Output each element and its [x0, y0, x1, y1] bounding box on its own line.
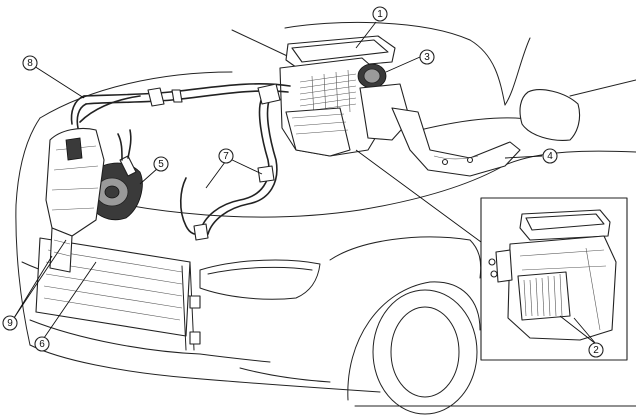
air-intake-grille — [299, 69, 357, 119]
callout-5: 5 — [153, 156, 169, 172]
engine-components — [45, 127, 105, 273]
cabin-air-filter — [517, 271, 571, 321]
callout-3-label: 3 — [424, 52, 430, 63]
blower-motor — [357, 63, 411, 141]
compressor — [84, 129, 143, 221]
condenser — [35, 237, 201, 351]
mounting-bracket — [391, 107, 521, 177]
callout-8: 8 — [22, 55, 38, 71]
callout-8-label: 8 — [27, 58, 33, 69]
callout-2: 2 — [588, 342, 604, 358]
air-intake-housing — [279, 35, 396, 157]
inset-pointer-line — [355, 149, 482, 243]
callout-9: 9 — [2, 315, 18, 331]
callout-1: 1 — [372, 6, 388, 22]
callout-5-label: 5 — [158, 159, 164, 170]
callout-1-label: 1 — [377, 9, 383, 20]
callout-2-label: 2 — [593, 345, 599, 356]
callout-4: 4 — [542, 148, 558, 164]
callout-6-label: 6 — [39, 339, 45, 350]
callout-3: 3 — [419, 49, 435, 65]
callout-4-label: 4 — [547, 151, 553, 162]
leader-lines — [13, 21, 597, 345]
callout-7: 7 — [218, 148, 234, 164]
refrigerant-lines — [70, 83, 291, 241]
callout-7-label: 7 — [223, 151, 229, 162]
callout-6: 6 — [34, 336, 50, 352]
callout-9-label: 9 — [7, 318, 13, 329]
